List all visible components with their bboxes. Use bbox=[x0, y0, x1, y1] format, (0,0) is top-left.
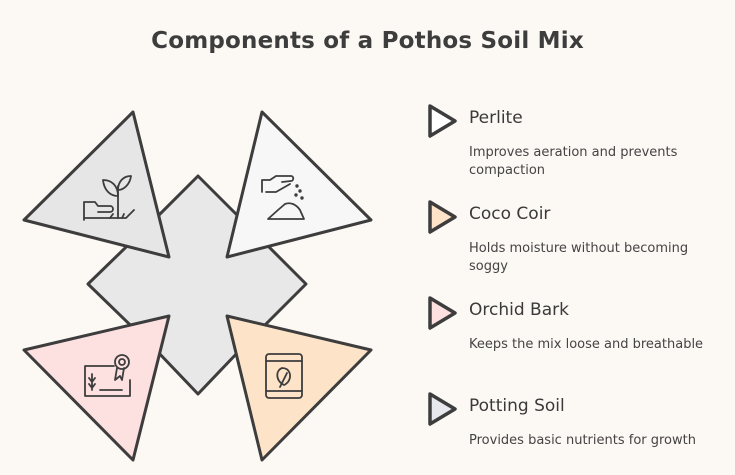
component-name: Coco Coir bbox=[469, 204, 551, 224]
triangle-orchid-bark bbox=[22, 314, 171, 462]
play-marker-icon bbox=[428, 296, 457, 330]
component-description: Improves aeration and prevents compactio… bbox=[469, 145, 678, 178]
component-description: Holds moisture without becoming soggy bbox=[469, 241, 689, 274]
component-name: Perlite bbox=[469, 108, 523, 128]
hand-sprinkling-soil-icon bbox=[261, 175, 305, 220]
play-marker-icon bbox=[428, 392, 457, 426]
triangle-coco-coir bbox=[225, 110, 373, 259]
play-marker-icon bbox=[428, 200, 457, 234]
component-description: Provides basic nutrients for growth bbox=[469, 433, 696, 448]
triangle-perlite bbox=[22, 110, 171, 259]
seedling-in-hand-icon bbox=[83, 175, 135, 221]
diagram-title: Components of a Pothos Soil Mix bbox=[151, 28, 584, 54]
certificate-award-icon bbox=[84, 354, 131, 397]
component-name: Potting Soil bbox=[469, 396, 565, 416]
play-marker-icon bbox=[428, 104, 457, 138]
component-description: Keeps the mix loose and breathable bbox=[469, 337, 704, 352]
soil-bag-leaf-icon bbox=[265, 353, 303, 399]
triangle-potting-soil bbox=[225, 314, 373, 462]
component-name: Orchid Bark bbox=[469, 300, 569, 320]
